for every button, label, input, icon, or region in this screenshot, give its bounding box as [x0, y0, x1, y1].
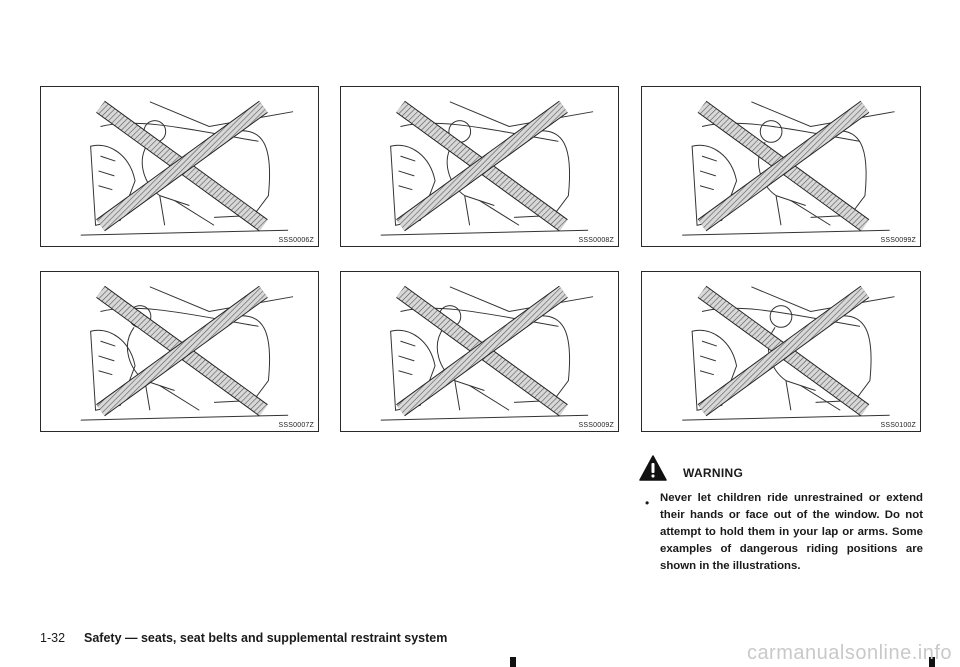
binding-mark-right — [929, 657, 935, 667]
child-standing-in-front-icon — [80, 285, 294, 421]
figure-sss0006z: SSS0006Z — [40, 86, 319, 247]
figure-code: SSS0006Z — [278, 237, 314, 244]
prohibited-cross-icon — [96, 285, 268, 417]
child-held-in-lap-icon — [682, 100, 895, 236]
prohibited-cross-icon — [697, 285, 870, 417]
page-number: 1-32 — [40, 631, 66, 645]
figure-code: SSS0099Z — [880, 237, 916, 244]
prohibited-cross-icon — [396, 285, 568, 417]
warning-text: Never let children ride unrestrained or … — [660, 492, 923, 572]
figure-code: SSS0008Z — [578, 237, 614, 244]
figure-code: SSS0100Z — [880, 422, 916, 429]
binding-mark-left — [510, 657, 516, 667]
figure-code: SSS0009Z — [578, 422, 614, 429]
child-leaning-on-dashboard-icon — [380, 100, 594, 236]
figure-sss0008z: SSS0008Z — [340, 86, 619, 247]
figure-sss0007z: SSS0007Z — [40, 271, 319, 432]
figure-code: SSS0007Z — [278, 422, 314, 429]
bullet-icon: • — [645, 496, 650, 510]
warning-triangle-icon — [639, 455, 667, 481]
warning-header: WARNING — [639, 455, 929, 485]
prohibited-cross-icon — [96, 100, 268, 232]
prohibited-cross-icon — [697, 100, 870, 232]
figure-sss0099z: SSS0099Z — [641, 86, 921, 247]
child-kneeling-on-seat-icon — [380, 285, 594, 421]
figure-sss0100z: SSS0100Z — [641, 271, 921, 432]
prohibited-cross-icon — [396, 100, 568, 232]
watermark: carmanualsonline.info — [746, 642, 952, 664]
warning-title: WARNING — [683, 466, 744, 480]
child-seat-airbag-icon — [682, 285, 895, 421]
figure-sss0009z: SSS0009Z — [340, 271, 619, 432]
section-title: Safety — seats, seat belts and supplemen… — [84, 631, 448, 645]
child-unrestrained-dashboard-icon — [80, 100, 294, 236]
